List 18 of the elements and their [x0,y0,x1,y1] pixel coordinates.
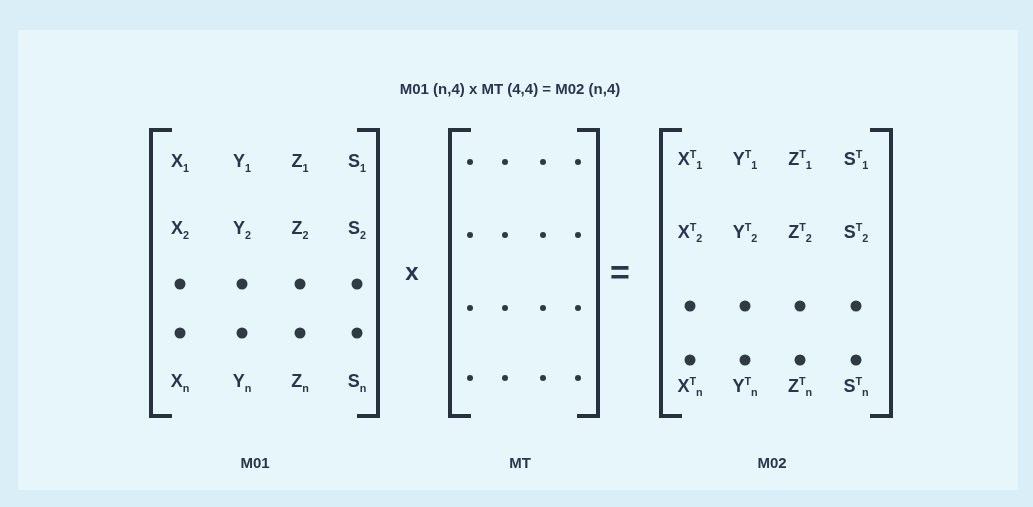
matrix-entry: S$_{2}$ [348,219,366,241]
matrix-entry: S$_{n}$ [347,372,367,394]
equals-sign: = [610,255,630,289]
matrix-entry: Y$_{n}$ [232,372,252,394]
matrix-entry: Z$_{2}$ [291,219,309,241]
matrix-entry: Y$_{1}$ [233,152,251,174]
matrix-entry: Z$_{1}$ [291,152,309,174]
multiply-sign: x [405,260,419,284]
matrix-entry: S$_{1}$ [348,152,366,174]
matrix-entry: X$_{n}$ [170,372,190,394]
matrix-name: M02 [757,454,787,470]
matrix-entry: X$_{1}$ [171,152,189,174]
matrix-entry: Z$_{n}$ [291,372,309,394]
matrix-name: MT [509,454,531,470]
matrix-entry: X$_{2}$ [171,219,189,241]
matrix-name: M01 [240,454,270,470]
equation-title: M01 (n,4) x MT (4,4) = M02 (n,4) [399,80,621,96]
matrix-entry: Y$_{2}$ [233,219,251,241]
